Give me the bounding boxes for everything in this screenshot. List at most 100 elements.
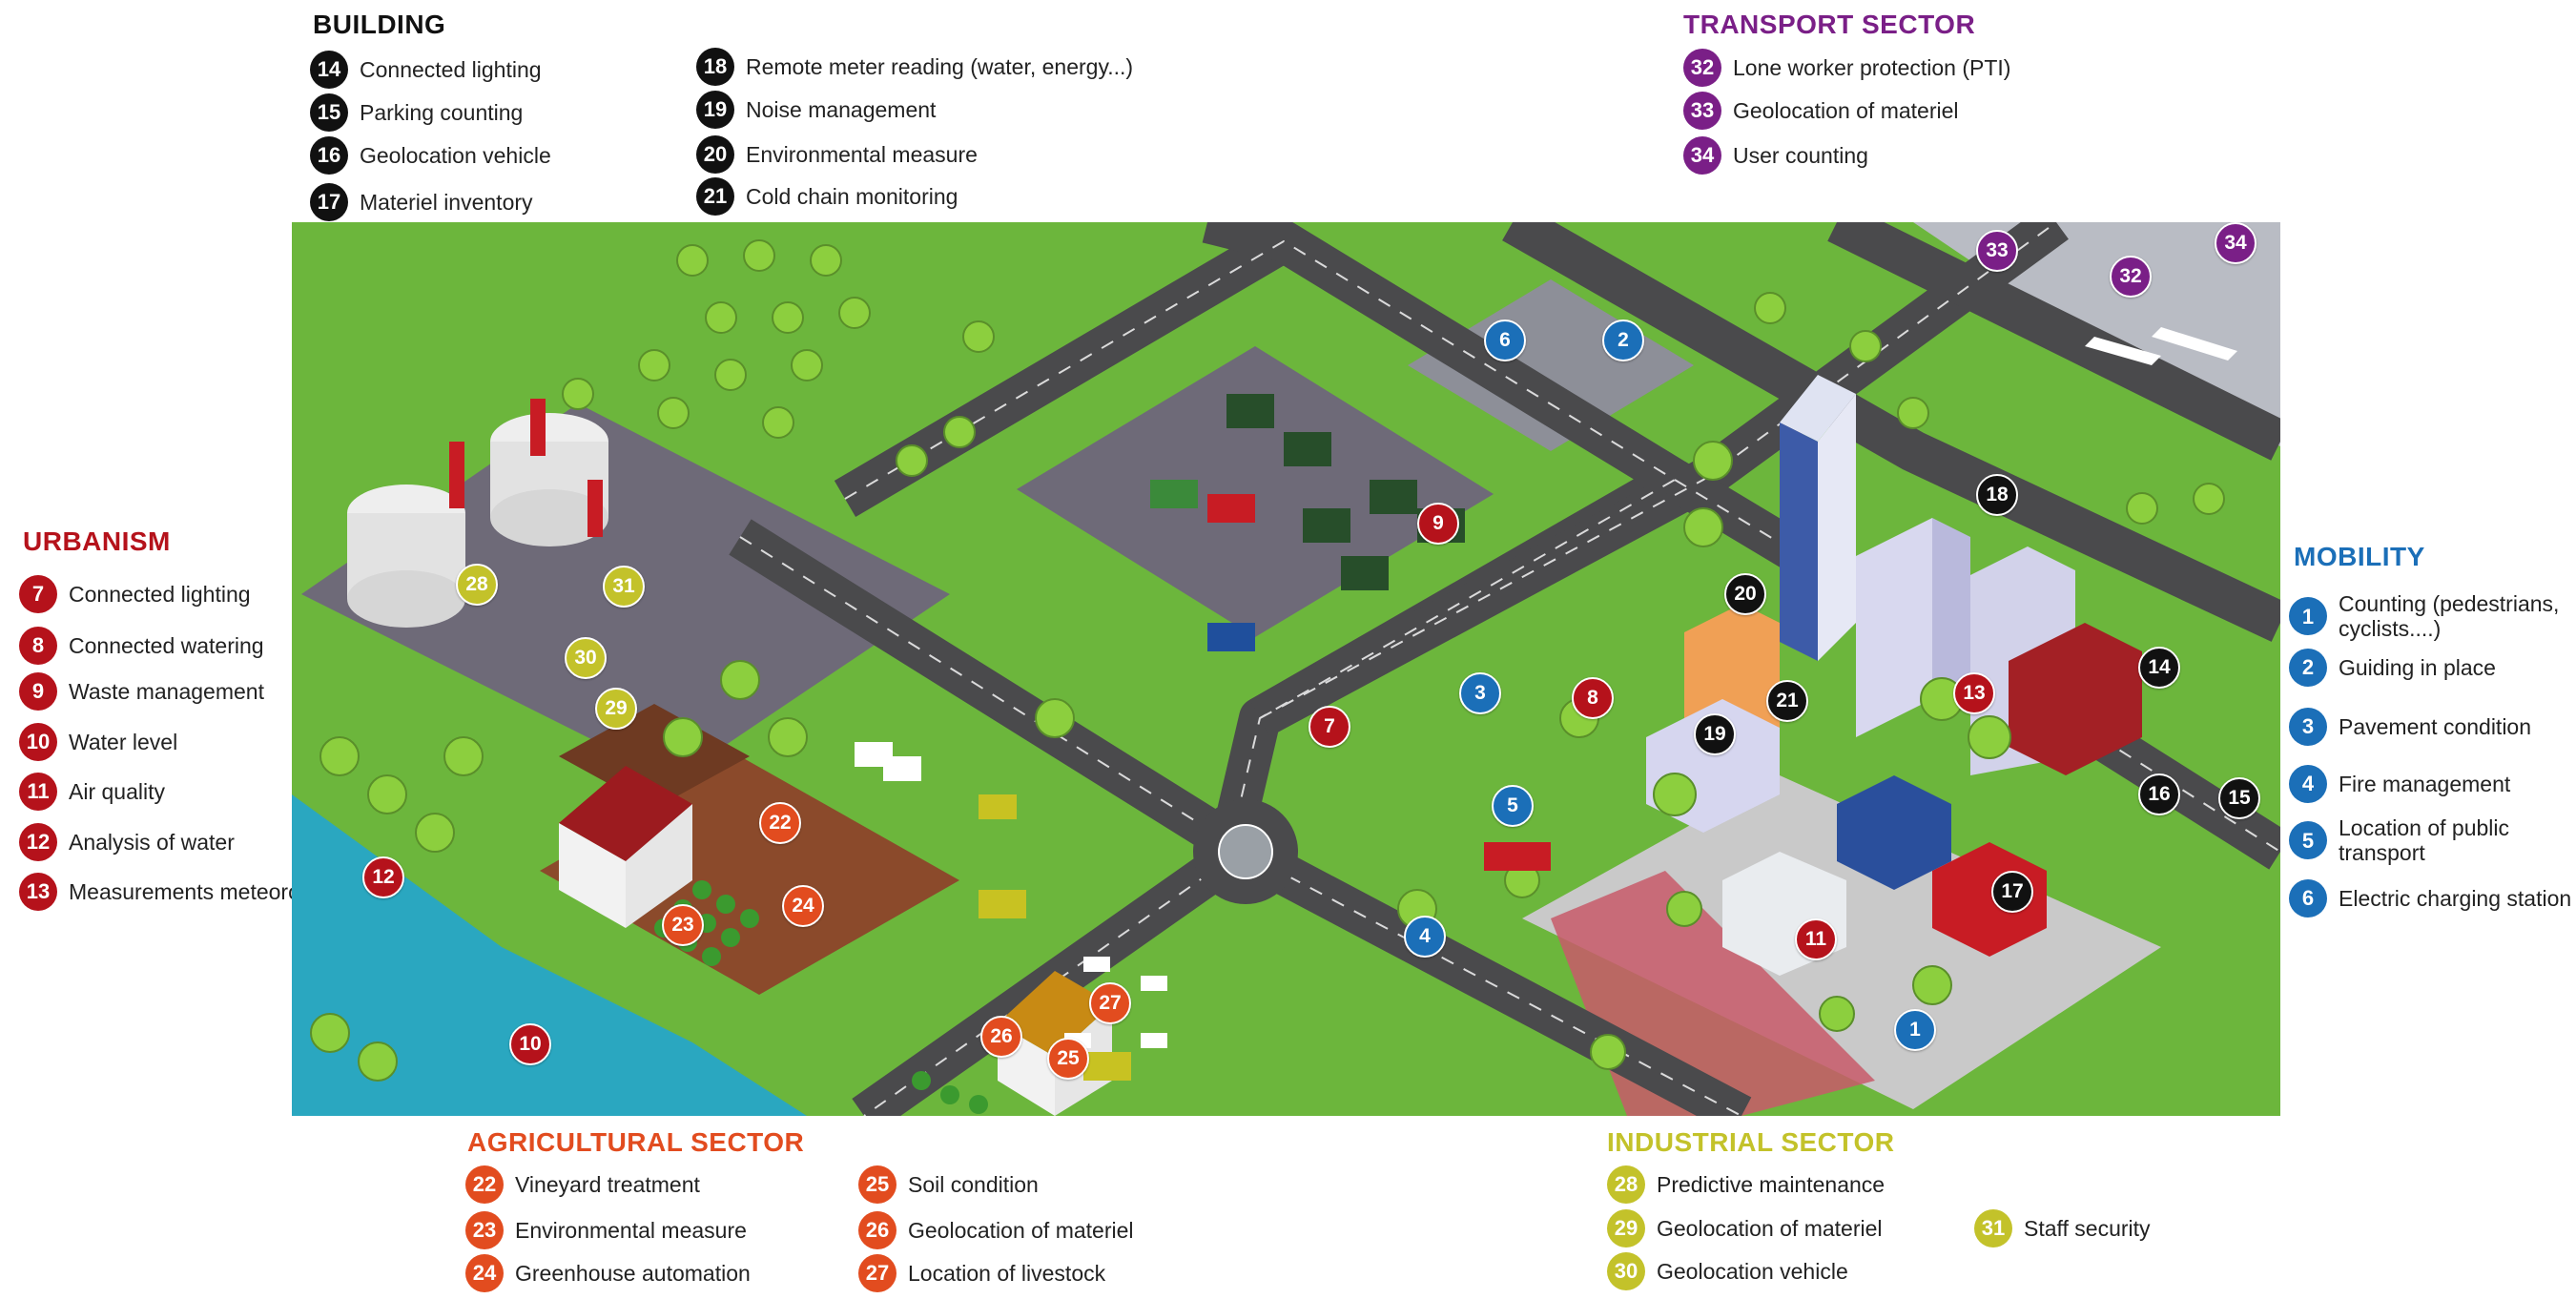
map-marker-22: 22: [759, 802, 801, 844]
urbanism-number-badge: 12: [19, 823, 57, 861]
building-legend-item: 17 Materiel inventory: [310, 183, 533, 221]
building-number-badge: 19: [696, 91, 734, 129]
mobility-legend-label: Counting (pedestrians, cyclists....): [2339, 591, 2560, 642]
industrial-number-badge: 31: [1974, 1209, 2012, 1247]
agricultural-legend-label: Greenhouse automation: [515, 1260, 751, 1286]
mobility-title: MOBILITY: [2294, 542, 2425, 571]
transport-number-badge: 32: [1683, 49, 1721, 87]
map-marker-4: 4: [1404, 916, 1446, 958]
transport-legend-label: Lone worker protection (PTI): [1733, 54, 2011, 80]
transport-legend-label: User counting: [1733, 142, 1868, 168]
map-marker-19: 19: [1694, 713, 1736, 755]
agricultural-legend-label: Environmental measure: [515, 1217, 747, 1243]
building-legend-label: Materiel inventory: [360, 189, 533, 215]
urbanism-number-badge: 7: [19, 575, 57, 613]
planes: [2085, 327, 2237, 365]
urbanism-number-badge: 10: [19, 723, 57, 761]
urbanism-number-badge: 8: [19, 627, 57, 665]
mobility-number-badge: 3: [2289, 708, 2327, 746]
agricultural-title: AGRICULTURAL SECTOR: [467, 1127, 805, 1157]
industrial-legend-item: 31 Staff security: [1974, 1209, 2151, 1247]
river: [292, 794, 807, 1116]
agricultural-number-badge: 22: [465, 1165, 504, 1204]
map-marker-7: 7: [1309, 706, 1350, 748]
mobility-legend-label: Location of public transport: [2339, 815, 2510, 866]
transport-number-badge: 34: [1683, 136, 1721, 175]
industrial-legend-label: Geolocation of materiel: [1657, 1215, 1883, 1241]
mobility-number-badge: 6: [2289, 879, 2327, 918]
agricultural-legend-item: 22 Vineyard treatment: [465, 1165, 700, 1204]
urbanism-legend-label: Waste management: [69, 678, 264, 704]
map-marker-9: 9: [1417, 503, 1459, 545]
agricultural-legend-label: Vineyard treatment: [515, 1171, 700, 1197]
map-marker-28: 28: [456, 564, 498, 606]
mobility-legend-label: Fire management: [2339, 771, 2511, 796]
mobility-legend-label: Guiding in place: [2339, 654, 2496, 680]
urbanism-legend-item: 9 Waste management: [19, 672, 264, 711]
map-marker-32: 32: [2110, 256, 2152, 298]
building-legend-label: Noise management: [746, 96, 937, 122]
map-marker-29: 29: [595, 688, 637, 730]
vehicles: [855, 480, 1551, 1081]
urbanism-number-badge: 9: [19, 672, 57, 711]
building-legend-label: Parking counting: [360, 99, 524, 125]
building-legend-label: Geolocation vehicle: [360, 142, 551, 168]
map-marker-1: 1: [1894, 1009, 1936, 1051]
building-number-badge: 14: [310, 51, 348, 89]
agricultural-number-badge: 25: [858, 1165, 896, 1204]
map-marker-30: 30: [565, 637, 607, 679]
map-marker-23: 23: [662, 904, 704, 946]
agricultural-number-badge: 27: [858, 1254, 896, 1292]
map-marker-14: 14: [2138, 647, 2180, 689]
map-marker-20: 20: [1724, 573, 1766, 615]
map-marker-17: 17: [1991, 871, 2033, 913]
urbanism-legend-item: 10 Water level: [19, 723, 177, 761]
transport-legend-item: 32 Lone worker protection (PTI): [1683, 49, 2010, 87]
transport-number-badge: 33: [1683, 92, 1721, 130]
industrial-number-badge: 30: [1607, 1252, 1645, 1290]
map-marker-15: 15: [2218, 777, 2260, 819]
urbanism-title: URBANISM: [23, 526, 171, 556]
building-legend-label: Environmental measure: [746, 141, 978, 167]
building-number-badge: 21: [696, 177, 734, 216]
map-marker-34: 34: [2215, 222, 2257, 264]
factory: [347, 399, 608, 628]
industrial-number-badge: 29: [1607, 1209, 1645, 1247]
urbanism-number-badge: 13: [19, 873, 57, 911]
map-marker-25: 25: [1047, 1038, 1089, 1080]
industrial-legend-label: Geolocation vehicle: [1657, 1258, 1848, 1284]
building-number-badge: 17: [310, 183, 348, 221]
map-marker-16: 16: [2138, 773, 2180, 815]
map-marker-11: 11: [1795, 918, 1837, 960]
mobility-number-badge: 1: [2289, 597, 2327, 636]
agricultural-number-badge: 26: [858, 1211, 896, 1249]
transport-title: TRANSPORT SECTOR: [1683, 10, 1976, 39]
mobility-number-badge: 4: [2289, 765, 2327, 803]
industrial-title: INDUSTRIAL SECTOR: [1607, 1127, 1895, 1157]
urbanism-legend-label: Water level: [69, 729, 178, 754]
industrial-legend-label: Staff security: [2024, 1215, 2151, 1241]
map-marker-21: 21: [1766, 680, 1808, 722]
agricultural-legend-label: Location of livestock: [908, 1260, 1106, 1286]
skyscraper: [1780, 375, 1856, 661]
agricultural-legend-label: Geolocation of materiel: [908, 1217, 1134, 1243]
building-legend-item: 19 Noise management: [696, 91, 936, 129]
map-marker-3: 3: [1459, 672, 1501, 714]
map-marker-12: 12: [362, 856, 404, 898]
map-marker-5: 5: [1492, 785, 1534, 827]
map-marker-27: 27: [1089, 982, 1131, 1024]
agricultural-legend-item: 27 Location of livestock: [858, 1254, 1105, 1292]
